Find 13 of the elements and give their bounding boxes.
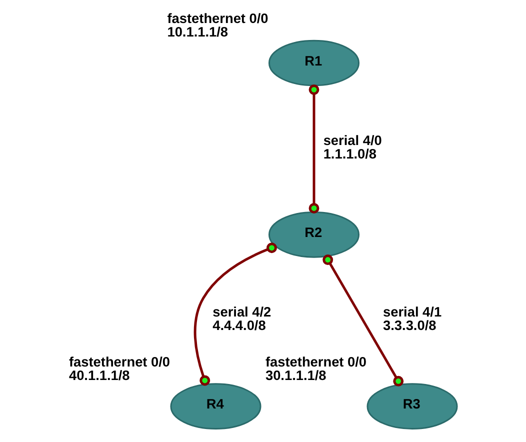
- node-ellipse: R3: [366, 383, 458, 430]
- connector: [322, 254, 404, 386]
- node-ellipse: R2: [268, 212, 360, 258]
- node-label: fastethernet 0/0 40.1.1.1/8: [68, 354, 170, 383]
- edge-label: serial 4/1 3.3.3.0/8: [383, 304, 442, 334]
- edge-label: serial 4/0 1.1.1.0/8: [323, 132, 382, 162]
- node-label: fastethernet 0/0 10.1.1.1/8: [167, 10, 268, 40]
- node-ellipse: R4: [170, 383, 262, 430]
- connector: [194, 242, 277, 386]
- node-label: fastethernet 0/0 30.1.1.1/8: [265, 354, 367, 383]
- node-ellipse: R1: [268, 40, 360, 86]
- connector: [308, 84, 320, 214]
- edge-label: serial 4/2 4.4.4.0/8: [212, 304, 272, 334]
